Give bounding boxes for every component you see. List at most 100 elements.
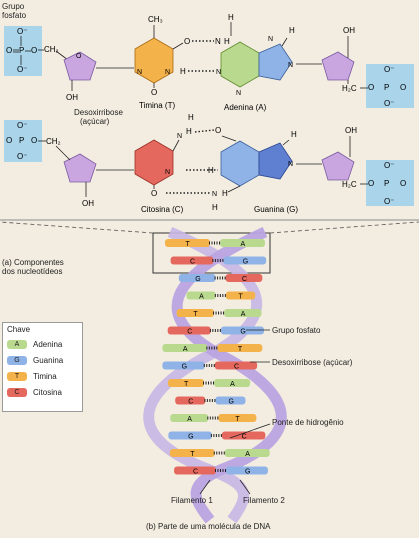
cytosine-n: N xyxy=(165,169,170,176)
guanine-n-ring: N xyxy=(288,161,293,168)
key-label-adenine: Adenina xyxy=(33,340,63,349)
base-right xyxy=(224,449,270,457)
key-swatch-cytosine: C xyxy=(7,388,27,397)
adenine-label: Adenina (A) xyxy=(224,103,267,112)
base-right-letter: A xyxy=(241,241,246,248)
caption-b: (b) Parte de uma molécula de DNA xyxy=(146,522,271,531)
sugar-2-h2c: H₂C xyxy=(342,84,357,93)
base-left xyxy=(162,344,208,352)
base-right-letter: G xyxy=(243,259,248,266)
phosphate-4-o-right: O xyxy=(400,179,406,188)
key-row-adenine: A Adenina xyxy=(7,339,81,350)
base-left-letter: C xyxy=(188,399,193,406)
adenine-n-top: N xyxy=(215,37,221,46)
base-right-letter: A xyxy=(230,381,235,388)
guanine-h-lowest: H xyxy=(212,203,218,212)
base-right xyxy=(217,344,263,352)
strand-2-label: Filamento 2 xyxy=(243,496,285,505)
strand-1-label: Filamento 1 xyxy=(171,496,213,505)
adenine-n-2: N xyxy=(236,90,241,97)
base-right xyxy=(220,326,265,335)
key-label-cytosine: Citosina xyxy=(33,388,62,397)
base-right xyxy=(215,396,246,405)
phosphate-box-4 xyxy=(366,160,414,206)
thymine-label: Timina (T) xyxy=(139,101,175,110)
base-right xyxy=(223,256,267,265)
base-right-letter: C xyxy=(242,434,247,441)
base-left xyxy=(162,361,205,370)
base-right-letter: C xyxy=(234,364,239,371)
phosphate-2-o-right: O xyxy=(400,83,406,92)
phosphate-3-o-top: O⁻ xyxy=(17,121,27,130)
base-right-letter: A xyxy=(245,451,250,458)
cytosine-ring xyxy=(134,139,174,186)
base-left xyxy=(175,396,206,405)
key-row-cytosine: C Citosina xyxy=(7,387,81,398)
sugar-2 xyxy=(321,51,355,81)
base-left-letter: C xyxy=(193,469,198,476)
sugar-4-oh: OH xyxy=(345,126,357,135)
sugar-1-o: O xyxy=(76,53,82,60)
ch2-label-2: CH₂ xyxy=(46,137,61,146)
key-label-guanine: Guanina xyxy=(33,356,64,365)
sugar-1-oh: OH xyxy=(66,93,78,102)
base-right-letter: A xyxy=(241,311,246,318)
key-title: Chave xyxy=(7,325,31,334)
adenine-n-1: N xyxy=(216,69,221,76)
phosphate-box-1 xyxy=(4,26,42,76)
key-swatch-thymine: T xyxy=(7,372,27,381)
phosphate-2-p: P xyxy=(384,83,389,92)
phosphate-1-p: P xyxy=(19,46,24,55)
cytosine-h-left: H xyxy=(186,127,192,136)
base-left-letter: C xyxy=(190,259,195,266)
sugar-2-oh: OH xyxy=(343,26,355,35)
phosphate-2-o-bottom: O⁻ xyxy=(384,99,394,108)
phosphate-box-3 xyxy=(4,120,42,162)
pointer-hbond xyxy=(229,423,271,439)
base-left-letter: T xyxy=(186,241,191,248)
key-swatch-guanine: G xyxy=(7,356,27,365)
base-right xyxy=(218,414,257,422)
adenine-six-ring xyxy=(220,41,260,88)
caption-a-line1: (a) Componentes xyxy=(2,258,64,267)
base-right xyxy=(225,291,256,300)
guanine-n-bottom: N xyxy=(212,191,217,198)
phosphate-1-o-top: O⁻ xyxy=(17,27,27,36)
caption-a-line2: dos nucleotídeos xyxy=(2,267,63,276)
adenine-h-ring: H xyxy=(289,26,295,35)
base-right-letter: T xyxy=(235,416,240,423)
base-right xyxy=(224,309,262,317)
sugar-4 xyxy=(321,151,355,181)
phosphate-1-o-right: O xyxy=(31,46,37,55)
phosphate-2-o-top: O⁻ xyxy=(384,65,394,74)
base-left-letter: A xyxy=(199,294,204,301)
base-right-letter: G xyxy=(245,469,250,476)
phosphate-4-o-top: O⁻ xyxy=(384,161,394,170)
sugar-label-line1: Desoxirribose xyxy=(74,108,123,117)
base-left xyxy=(186,291,216,300)
hydrogen-bond-annotation: Ponte de hidrogênio xyxy=(272,418,344,427)
ch2-label-1: CH₂ xyxy=(44,45,59,54)
guanine-h-bottom: H xyxy=(222,189,228,198)
base-left xyxy=(176,309,215,317)
hbond-cg-1 xyxy=(194,129,215,133)
base-left xyxy=(178,274,216,282)
base-left xyxy=(167,379,205,387)
base-right xyxy=(225,274,263,282)
phosphate-4-o-bottom: O⁻ xyxy=(384,197,394,206)
key-swatch-adenine: A xyxy=(7,340,27,349)
base-left-letter: G xyxy=(182,364,187,371)
key-row-thymine: T Timina xyxy=(7,371,81,382)
pointer-strand-2 xyxy=(239,479,251,495)
pointer-strand-1 xyxy=(199,479,211,495)
sugar-1 xyxy=(63,51,97,81)
